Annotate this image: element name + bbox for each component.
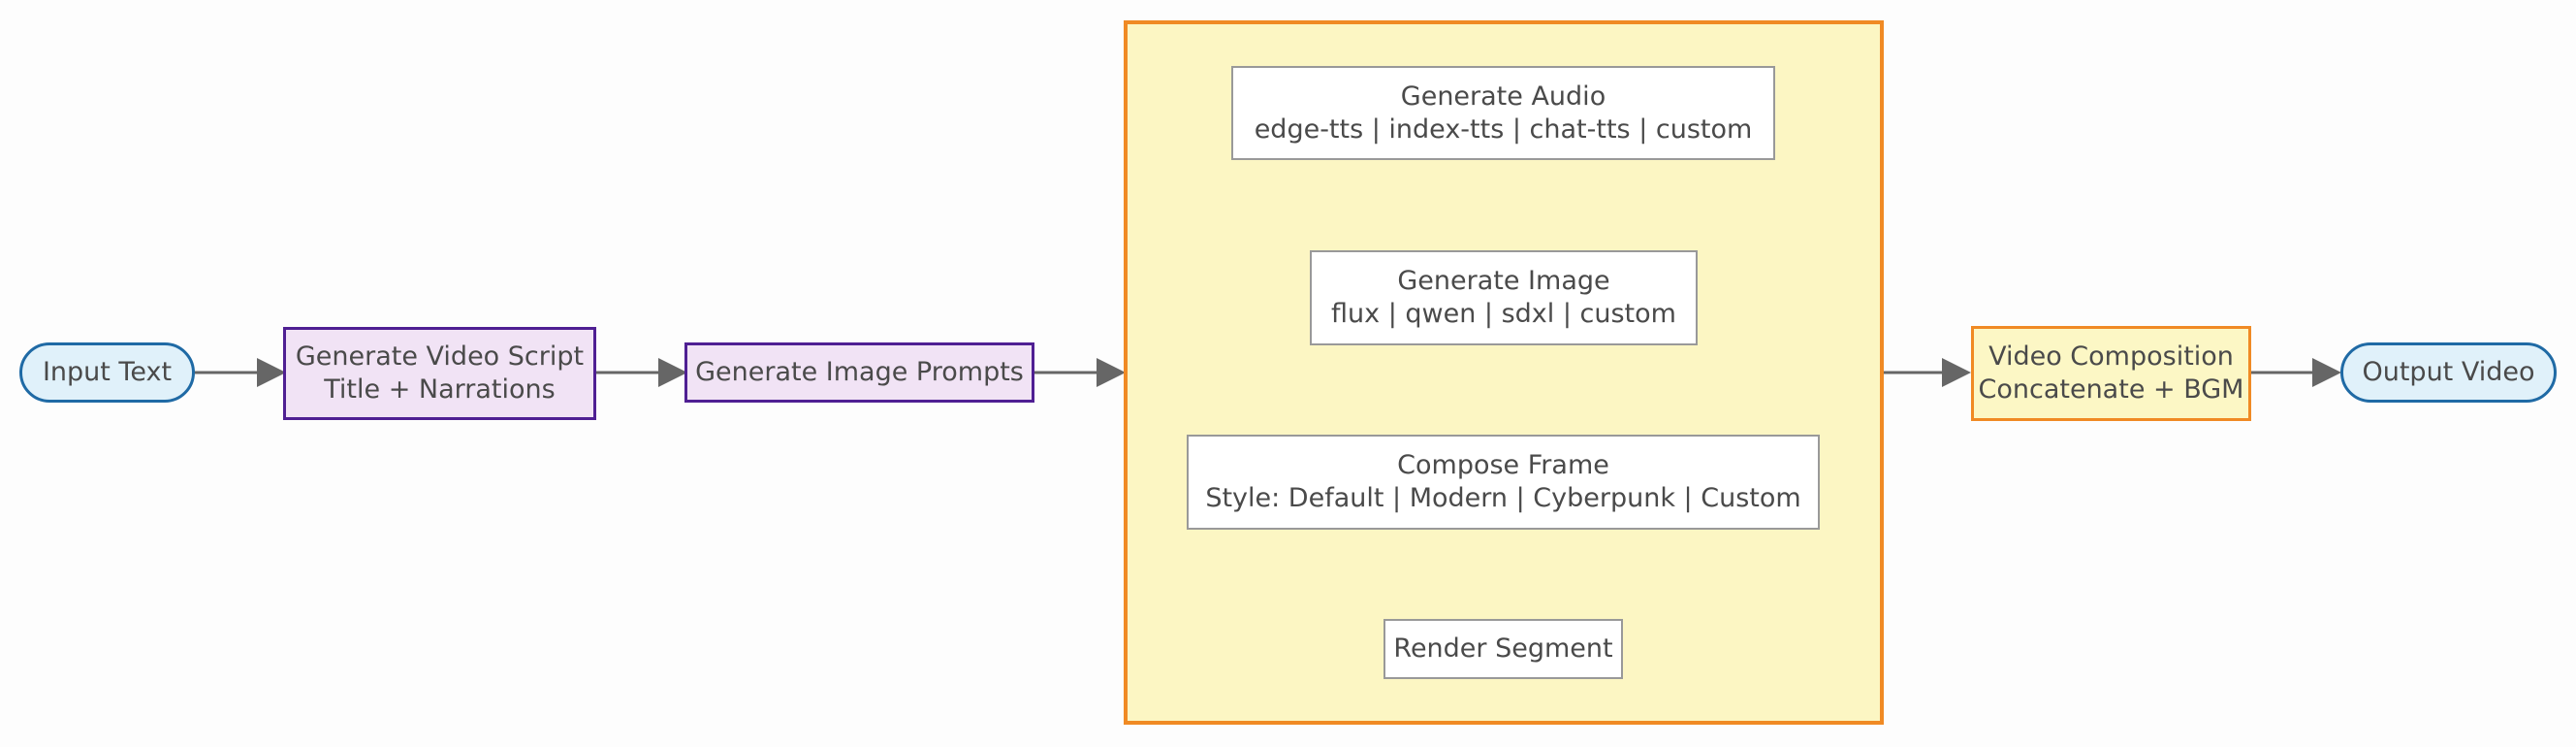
node-generate-video-script-title: Generate Video Script <box>295 341 585 372</box>
node-video-composition[interactable]: Video Composition Concatenate + BGM <box>1971 326 2251 421</box>
node-compose-frame-title: Compose Frame <box>1397 450 1609 480</box>
node-generate-video-script[interactable]: Generate Video Script Title + Narrations <box>283 327 596 420</box>
node-generate-video-script-subtitle: Title + Narrations <box>324 374 556 405</box>
node-output-video-label: Output Video <box>2362 357 2535 387</box>
node-generate-image-prompts-label: Generate Image Prompts <box>695 357 1024 387</box>
node-compose-frame-subtitle: Style: Default | Modern | Cyberpunk | Cu… <box>1205 483 1801 513</box>
node-generate-audio-subtitle: edge-tts | index-tts | chat-tts | custom <box>1254 114 1753 145</box>
node-video-composition-subtitle: Concatenate + BGM <box>1978 374 2244 405</box>
node-generate-audio[interactable]: Generate Audio edge-tts | index-tts | ch… <box>1231 66 1775 160</box>
node-render-segment[interactable]: Render Segment <box>1383 619 1623 679</box>
node-input-text-label: Input Text <box>42 357 173 387</box>
node-compose-frame[interactable]: Compose Frame Style: Default | Modern | … <box>1187 435 1820 530</box>
node-video-composition-title: Video Composition <box>1988 341 2234 372</box>
node-output-video[interactable]: Output Video <box>2340 342 2557 403</box>
node-generate-audio-title: Generate Audio <box>1400 81 1606 112</box>
node-render-segment-label: Render Segment <box>1393 633 1613 664</box>
node-input-text[interactable]: Input Text <box>19 342 195 403</box>
node-generate-image-title: Generate Image <box>1397 266 1610 296</box>
node-generate-image-subtitle: flux | qwen | sdxl | custom <box>1331 299 1676 329</box>
node-generate-image-prompts[interactable]: Generate Image Prompts <box>684 342 1034 403</box>
node-generate-image[interactable]: Generate Image flux | qwen | sdxl | cust… <box>1310 250 1698 345</box>
